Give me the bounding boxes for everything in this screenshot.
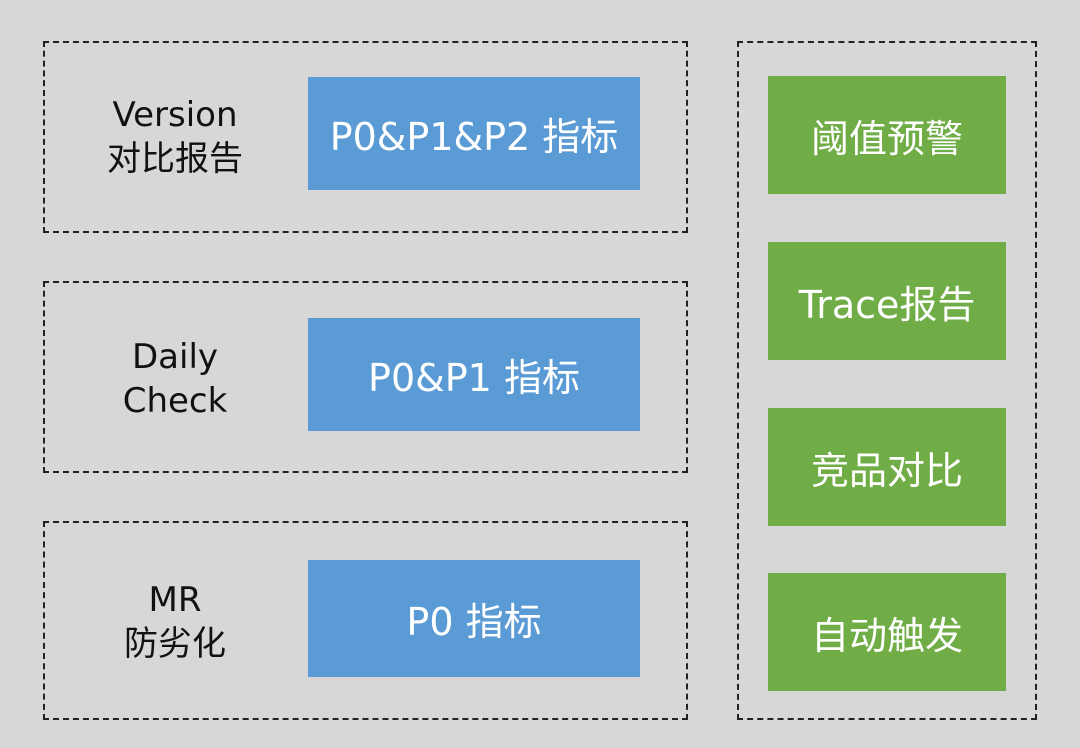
mr-regression-label: MR 防劣化 (70, 578, 280, 666)
metric-label: P0&P1&P2 指标 (329, 115, 619, 159)
threshold-alert-box: 阈值预警 (768, 76, 1006, 194)
capabilities-group (737, 41, 1037, 720)
label-line: 防劣化 (124, 624, 226, 664)
metric-box-p0-p1: P0&P1 指标 (308, 318, 640, 431)
label-line: Daily (131, 337, 219, 377)
capability-label: 自动触发 (810, 613, 963, 658)
trace-report-box: Trace报告 (768, 242, 1006, 360)
metric-box-p0-p1-p2: P0&P1&P2 指标 (308, 77, 640, 190)
capability-label: Trace报告 (798, 282, 976, 327)
metric-box-p0: P0 指标 (308, 560, 640, 677)
version-report-label: Version 对比报告 (70, 93, 280, 181)
label-line: Version (112, 95, 238, 135)
daily-check-group (43, 281, 688, 473)
version-report-group (43, 41, 688, 233)
mr-regression-group (43, 521, 688, 720)
daily-check-label: Daily Check (70, 335, 280, 423)
metric-label: P0&P1 指标 (368, 356, 580, 400)
metric-label: P0 指标 (406, 600, 542, 644)
competitor-compare-box: 竞品对比 (768, 408, 1006, 526)
label-line: 对比报告 (107, 139, 243, 179)
label-line: MR (148, 580, 202, 620)
capability-label: 阈值预警 (810, 116, 963, 161)
auto-trigger-box: 自动触发 (768, 573, 1006, 691)
label-line: Check (122, 381, 228, 421)
capability-label: 竞品对比 (810, 448, 963, 493)
